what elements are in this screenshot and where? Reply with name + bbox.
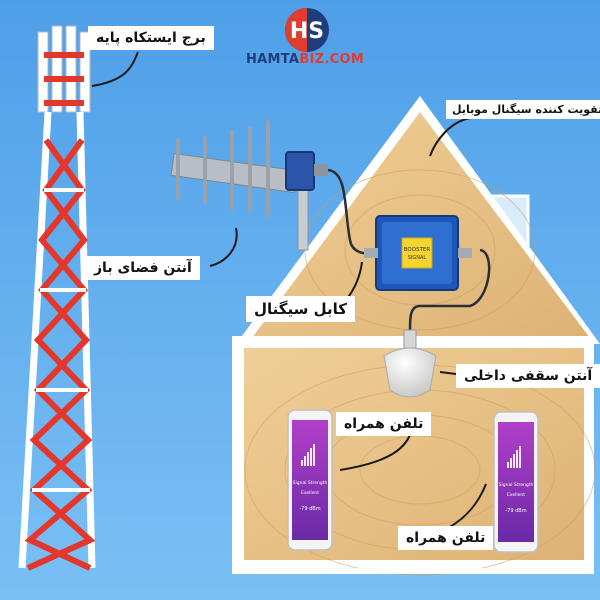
label-phone-1: تلفن همراه [336,412,432,436]
mobile-phone-1: Signal Strength Exellent -79 dBm [287,409,333,551]
label-tower: برج ایستکاه پایه [88,26,214,50]
brand-logo: HS [285,8,329,52]
label-cable: کابل سیگنال [246,296,355,322]
brand-name-part1: HAMTA [246,52,300,67]
label-phone-2: تلفن همراه [398,526,494,550]
mobile-phone-2: Signal Strength Exellent -79 dBm [493,411,539,553]
signal-booster-device: BOOSTER SIGNAL [364,215,472,291]
phone1-screen-quality: Exellent [301,490,319,496]
label-indoor-antenna: آنتن سقفی داخلی [456,364,600,388]
label-outdoor-antenna: آنتن فضای باز [86,256,200,280]
logo-letters: HS [290,19,324,44]
booster-device-text-1: BOOSTER [404,247,431,253]
booster-device-text-2: SIGNAL [408,255,427,261]
phone1-screen-value: -79 dBm [299,506,320,512]
phone1-screen-title: Signal Strength [293,480,328,486]
phone2-screen-title: Signal Strength [499,482,534,488]
phone2-screen-value: -79 dBm [505,508,526,514]
outdoor-antenna [170,120,328,251]
phone2-screen-quality: Exellent [507,492,525,498]
brand-wordmark: HAMTABIZ.COM [246,52,364,67]
indoor-ceiling-antenna [383,329,437,398]
signal-cable-line [327,168,491,331]
brand-name-part2: BIZ.COM [299,52,365,67]
cell-tower [18,25,96,571]
label-booster: تقویت کننده سیگنال موبایل [446,100,600,119]
